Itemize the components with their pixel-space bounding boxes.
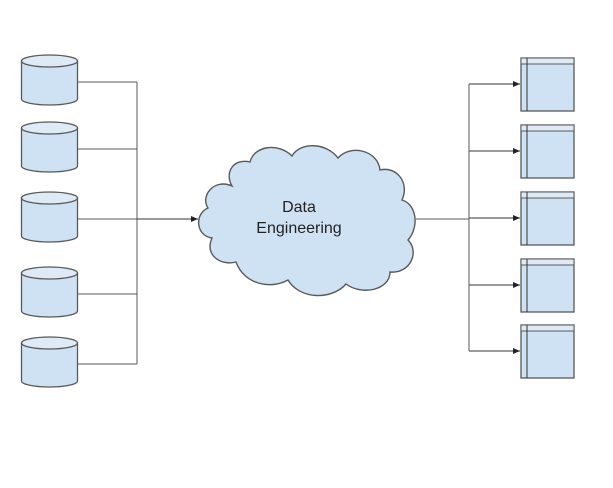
table-header — [520, 324, 575, 332]
cylinder-top — [20, 336, 79, 350]
cylinder-top — [20, 266, 79, 280]
table-header — [520, 57, 575, 65]
table-body — [520, 324, 575, 379]
cloud-label-line-2: Engineering — [256, 220, 341, 237]
database-cylinder-icon — [20, 266, 79, 318]
cylinder-body — [20, 342, 79, 388]
table-header — [520, 124, 575, 132]
cloud-label-line-1: Data — [282, 199, 316, 216]
connectors — [77, 81, 520, 365]
database-cylinder-icon — [20, 191, 79, 243]
database-cylinder-icon — [20, 54, 79, 106]
target-tables — [520, 57, 575, 379]
table-icon — [520, 191, 575, 246]
data-engineering-cloud: Data Engineering — [198, 145, 416, 297]
table-icon — [520, 324, 575, 379]
cylinder-body — [20, 60, 79, 106]
cylinder-body — [20, 272, 79, 318]
cylinder-top — [20, 121, 79, 135]
table-icon — [520, 258, 575, 313]
database-cylinder-icon — [20, 336, 79, 388]
database-cylinder-icon — [20, 121, 79, 173]
table-header — [520, 191, 575, 199]
cylinder-body — [20, 197, 79, 243]
table-header — [520, 258, 575, 266]
table-body — [520, 191, 575, 246]
cylinder-top — [20, 54, 79, 68]
table-icon — [520, 124, 575, 179]
cylinder-top — [20, 191, 79, 205]
table-icon — [520, 57, 575, 112]
table-body — [520, 57, 575, 112]
cylinder-body — [20, 127, 79, 173]
cloud-shape — [198, 145, 416, 297]
table-body — [520, 258, 575, 313]
table-body — [520, 124, 575, 179]
source-databases — [20, 54, 79, 388]
